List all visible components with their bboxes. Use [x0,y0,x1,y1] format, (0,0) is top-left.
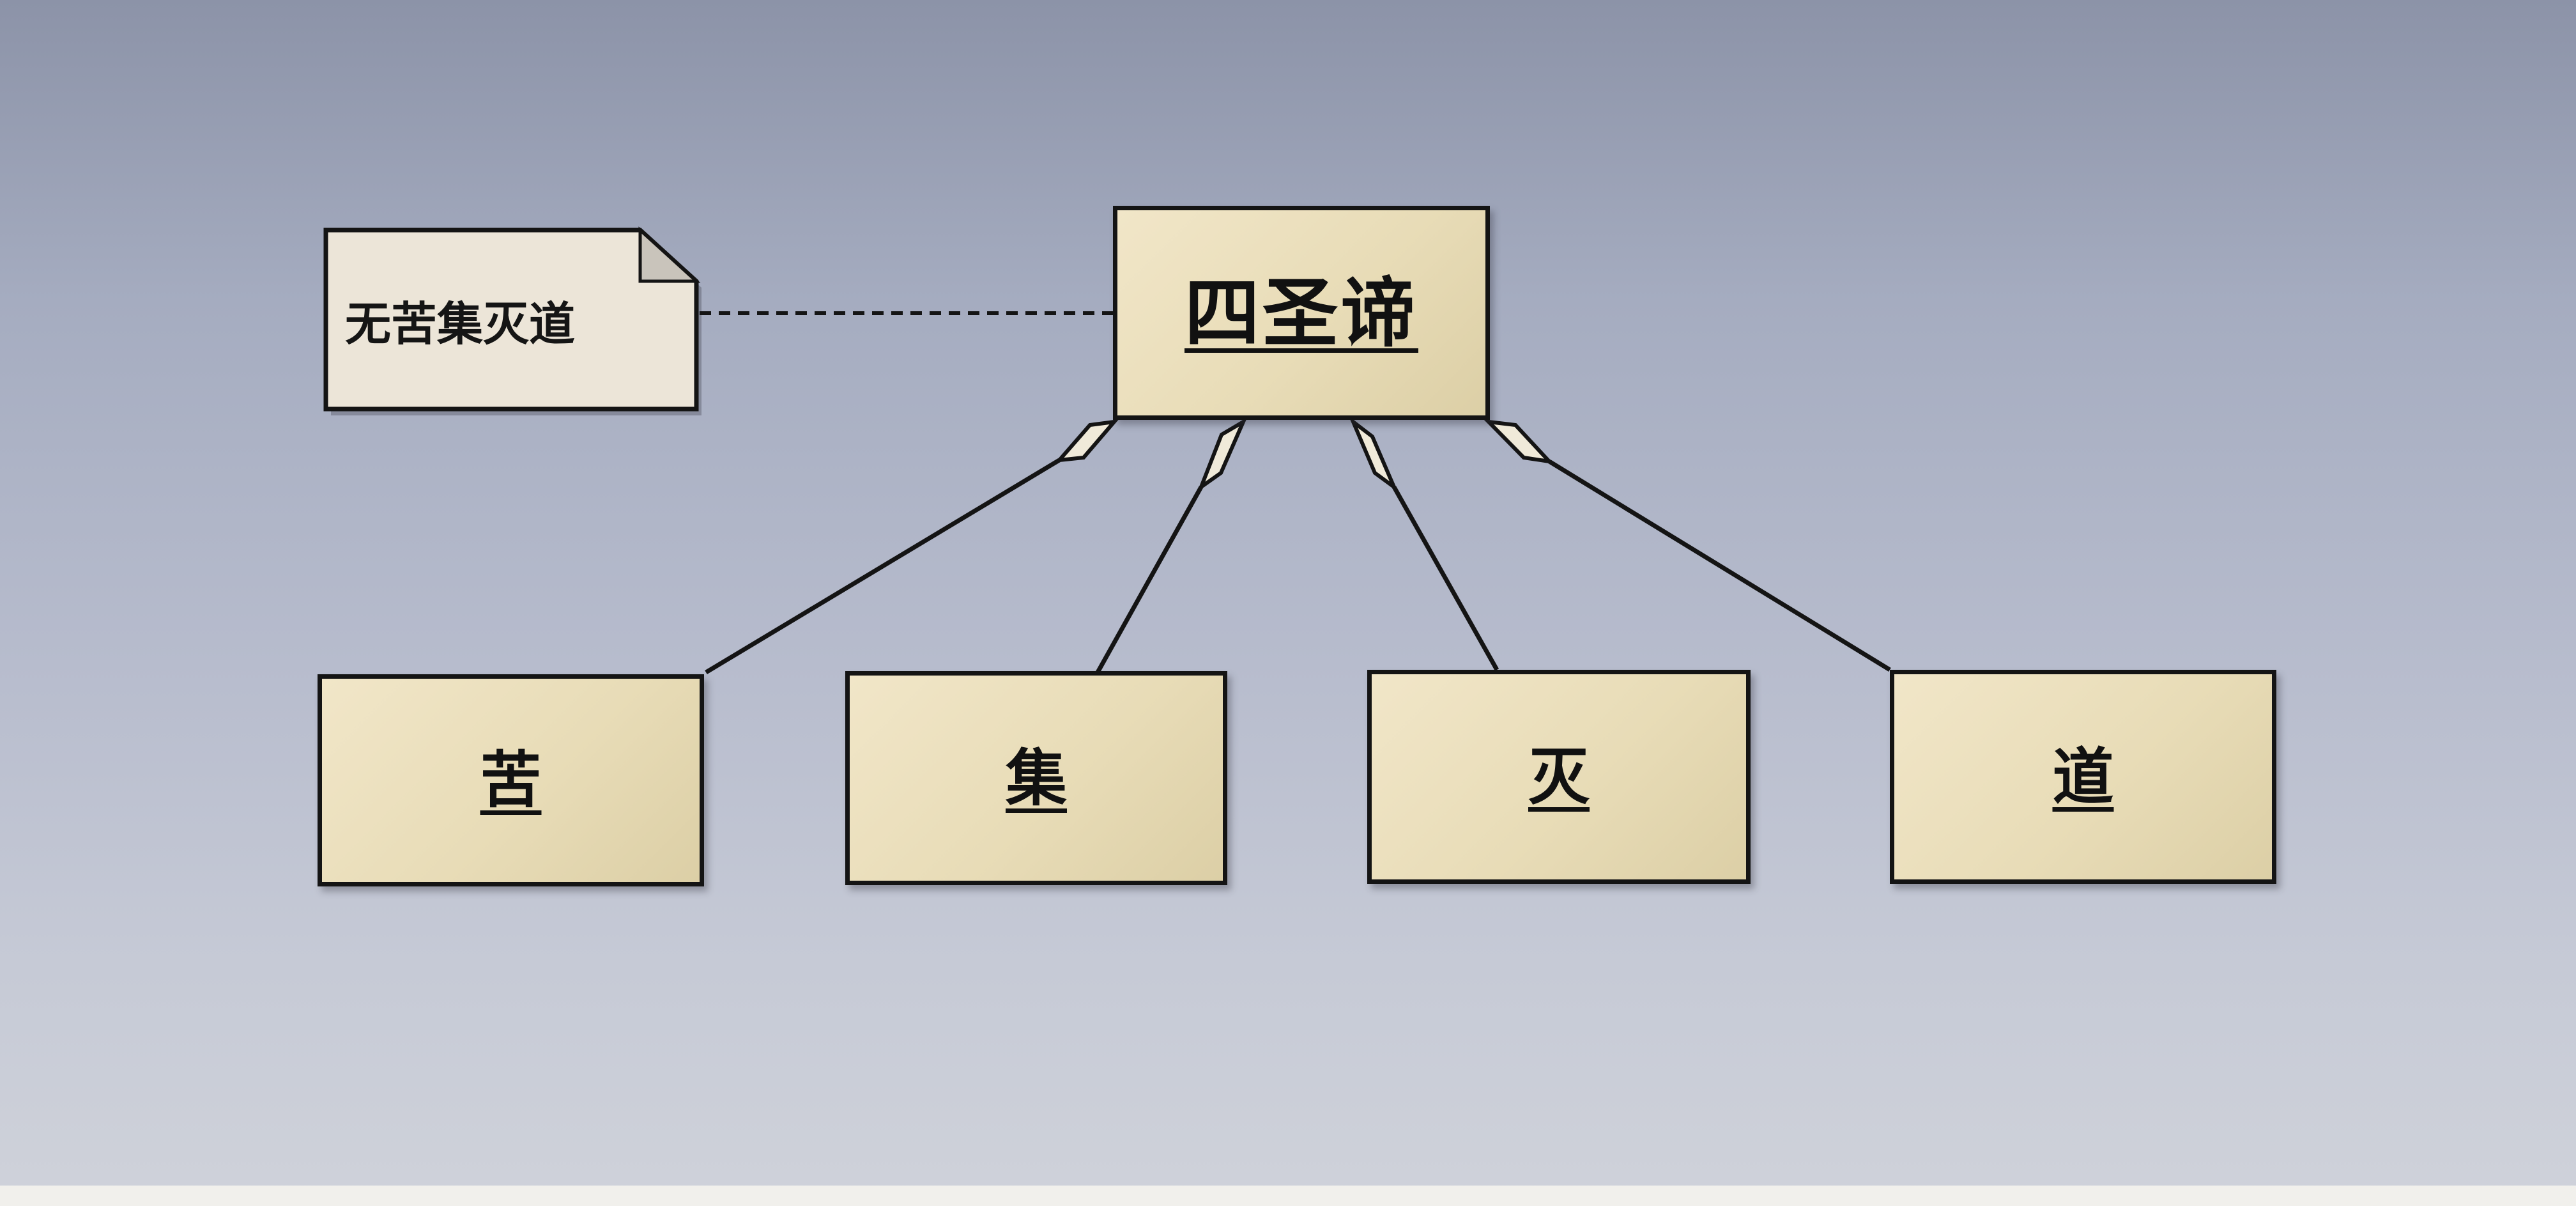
note-body[interactable] [323,228,699,412]
aggregation-diamond-mie [1348,415,1399,493]
connector-root-to-ku [705,458,1061,675]
root-node-label: 四圣谛 [1184,268,1418,357]
connector-root-to-dao [1548,460,1891,672]
aggregation-diamond-ku [1054,419,1119,463]
child-node-box-ku[interactable]: 苦 [318,674,704,886]
child-node-label-mie: 灭 [1528,741,1590,813]
connector-root-to-ji [1095,486,1204,674]
aggregation-diamond-dao [1483,419,1555,465]
child-node-box-dao[interactable]: 道 [1890,670,2276,884]
child-node-box-ji[interactable]: 集 [845,671,1227,885]
note-fold-corner [638,226,701,283]
aggregation-diamond-ji [1197,417,1248,493]
child-node-box-mie[interactable]: 灭 [1367,670,1751,884]
root-node-box[interactable]: 四圣谛 [1113,206,1490,420]
child-node-label-ku: 苦 [480,745,542,816]
child-node-label-ji: 集 [1006,742,1067,814]
connector-root-to-mie [1392,486,1499,671]
bottom-edge-strip [0,1186,2576,1206]
note-text: 无苦集灭道 [345,297,575,351]
child-node-label-dao: 道 [2052,741,2114,813]
